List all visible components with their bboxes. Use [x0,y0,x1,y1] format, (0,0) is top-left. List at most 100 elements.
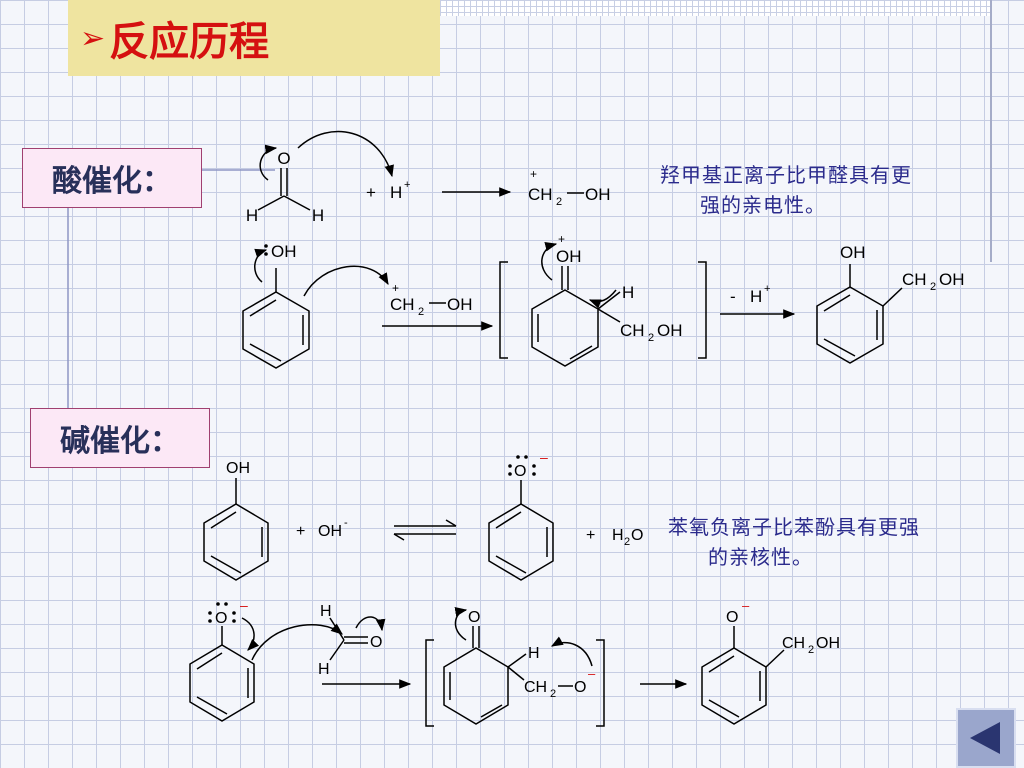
proton-charge: + [764,283,770,295]
product-charge: – [742,598,750,613]
formaldehyde-h-right: H [312,206,324,225]
lone-pair-dot [532,464,536,468]
curved-arrow-icon [588,289,617,309]
ch2-oh: OH [816,635,840,652]
formaldehyde-molecule [329,617,368,661]
lone-pair-dot [516,455,520,459]
phenoxide-o: O [514,463,526,480]
lone-pair-dot [232,619,236,623]
intermediate-h: H [622,283,634,302]
alkoxide-charge: – [588,666,596,681]
hydroxymethylphenoxide-ring [701,626,785,725]
intermediate-o: O [468,609,480,626]
phenoxide-charge: – [540,449,548,465]
ch2-ch: CH [782,635,805,652]
top-decor-bar [440,0,992,16]
formaldehyde-o: O [277,149,290,168]
label-connector-lines [67,169,275,408]
curved-arrow-icon [297,130,394,178]
ch2-ch: CH [528,185,553,204]
base-note-line-2: 的亲核性。 [708,545,813,569]
ch2-ch: CH [620,321,645,340]
intermediate-brackets [499,261,707,359]
phenoxide-ring [488,480,554,581]
lone-pair-dot [224,602,228,606]
ch2-ch: CH [390,295,415,314]
plus-sign: + [586,527,595,544]
ch2-ch: CH [524,679,547,696]
formaldehyde-o: O [370,634,382,651]
intermediate-h: H [528,645,540,662]
formaldehyde-h-top: H [320,603,332,620]
formaldehyde-molecule [257,168,311,211]
base-catalysis-label: 碱催化： [30,408,210,468]
plus-sign: + [366,183,376,202]
ch2-oh: OH [939,270,965,289]
proton-charge: + [404,179,410,191]
cyclohexadienone-ring [531,266,621,367]
acid-note: 羟甲基正离子比甲醛具有更 强的亲电性。 [660,160,980,220]
hydroxymethylphenol-ring [816,264,903,364]
ch2-oh: OH [657,321,683,340]
lone-pair-dot [524,455,528,459]
lone-pair-dot [232,611,236,615]
ch2-sub: 2 [930,281,936,293]
product-o: O [726,609,738,626]
lone-pair-dot [216,602,220,606]
page-title: 反应历程 [109,19,270,65]
formaldehyde-h-left: H [246,206,258,225]
acid-note-line-2: 强的亲电性。 [700,193,826,217]
curved-arrow-icon [259,144,278,181]
ch2-ch: CH [902,270,927,289]
proton-h: H [390,183,402,202]
intermediate-oh: OH [556,247,582,266]
phenoxide-charge: – [240,597,248,613]
curved-arrow-icon [550,636,593,667]
intermediate-brackets [425,639,605,727]
alkoxide-o: O [574,679,586,696]
water-h: H [612,527,624,544]
ch2-sub: 2 [556,196,562,208]
curved-arrow-icon [454,607,468,641]
back-button[interactable] [956,708,1016,768]
hydroxide-oh: OH [318,523,342,540]
cyclohexadienone-ring [443,626,527,725]
title-bullet-icon: ➢ [80,21,106,55]
minus-sign: - [730,287,736,306]
ch2-sub: 2 [648,332,654,344]
base-note-line-1: 苯氧负离子比苯酚具有更强 [668,515,920,539]
proton-h: H [750,287,762,306]
triangle-left-icon [970,722,1000,754]
ch2-sub: 2 [418,306,424,318]
phenol-ring [242,268,310,369]
lone-pair-dot [208,619,212,623]
curved-arrow-icon [241,617,260,651]
lone-pair-dot [264,252,268,256]
lone-pair-dot [508,464,512,468]
title-box: ➢ 反应历程 [68,0,440,76]
plus-sign: + [296,523,305,540]
curved-arrow-icon [355,616,386,632]
curved-arrow-icon [303,265,389,297]
acid-catalysis-label: 酸催化： [22,148,202,208]
right-decor-rule [990,0,992,262]
equilibrium-arrow-icon [393,519,457,541]
ch2-sub: 2 [550,688,556,700]
phenol-ring [203,478,269,581]
curved-arrow-icon [254,248,268,283]
carbocation-charge: + [530,167,537,181]
phenoxide-ring [189,626,255,722]
water-sub: 2 [624,536,630,548]
curved-arrow-icon [541,241,558,281]
hydroxide-charge: - [344,517,348,529]
acid-note-line-1: 羟甲基正离子比甲醛具有更 [660,163,912,187]
lone-pair-dot [532,472,536,476]
lone-pair-dot [508,472,512,476]
phenol-oh: OH [226,460,250,477]
carbocation-charge: + [392,281,399,295]
ch2-sub: 2 [808,644,814,656]
ch2-oh: OH [447,295,473,314]
phenoxide-o: O [215,610,227,627]
formaldehyde-h-bottom: H [318,661,330,678]
